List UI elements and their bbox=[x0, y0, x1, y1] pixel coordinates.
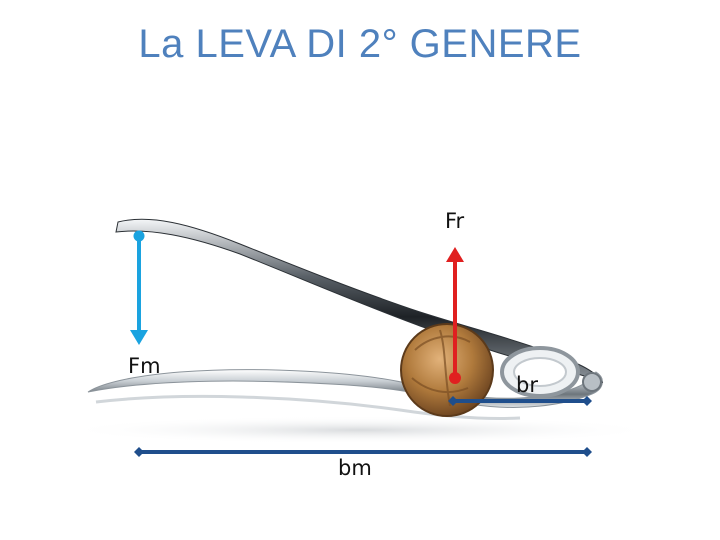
label-arm-motive: bm bbox=[338, 456, 372, 480]
arm-motive-end-marker bbox=[582, 447, 592, 457]
force-resistance-point bbox=[449, 372, 461, 384]
force-motive-point bbox=[134, 231, 145, 242]
label-force-motive: Fm bbox=[128, 354, 161, 378]
label-arm-resistance: br bbox=[516, 373, 538, 397]
force-resistance-arrowhead bbox=[446, 247, 464, 262]
arm-motive-start-marker bbox=[134, 447, 144, 457]
floor-shadow bbox=[60, 416, 660, 444]
hinge-pin bbox=[583, 373, 601, 391]
label-force-resistance: Fr bbox=[445, 209, 465, 233]
force-motive-arrowhead bbox=[130, 330, 148, 345]
